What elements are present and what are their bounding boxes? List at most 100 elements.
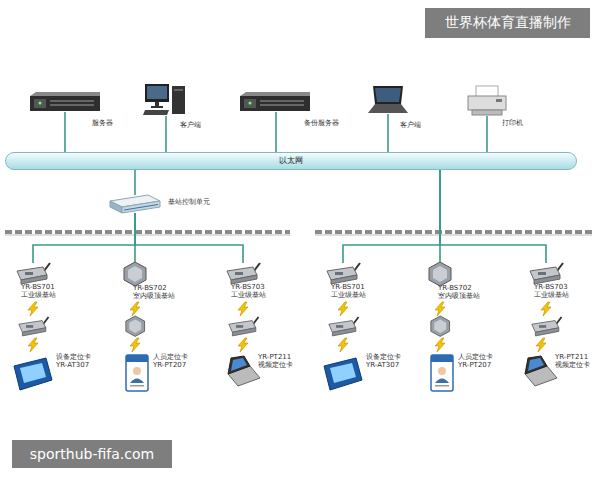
network-link <box>134 170 136 195</box>
ethernet-bus: 以太网 <box>5 152 577 170</box>
node-label: YR-BS703工业级基站 <box>534 284 569 299</box>
node-label: 人员定位卡YR-PT207 <box>153 354 188 369</box>
node-text: 以太网 <box>279 157 303 166</box>
node-label: YR-BS701工业级基站 <box>21 284 56 299</box>
desktop-icon <box>143 84 185 115</box>
repeater-icon <box>126 316 145 336</box>
node-text: YR-BS703 <box>231 284 266 292</box>
ceiling-station-icon <box>429 262 451 286</box>
node-text: YR-BS703 <box>534 284 569 292</box>
node-text: YR-BS701 <box>331 284 366 292</box>
printer-node: 打印机 <box>468 86 506 116</box>
node-text: YR-PT207 <box>458 362 493 370</box>
wireless-bolt <box>338 302 348 316</box>
node-text: 工业级基站 <box>21 292 56 300</box>
node-text: YR-PT211 <box>555 354 590 362</box>
node-label: 客户端 <box>180 122 201 130</box>
node-label: 人员定位卡YR-PT207 <box>458 354 493 369</box>
node-text: YR-BS701 <box>21 284 56 292</box>
wireless-bolt <box>536 338 546 352</box>
backup-server-icon <box>240 92 310 111</box>
node-text: 视频定位卡 <box>555 362 590 370</box>
node-text: 人员定位卡 <box>458 354 493 362</box>
track-bar-edge <box>5 235 290 236</box>
control-unit-node: 基站控制单元 <box>110 195 160 213</box>
server-icon <box>30 92 100 111</box>
node-text: 室内吸顶基站 <box>133 293 175 301</box>
node-text: YR-AT307 <box>56 362 91 370</box>
network-link <box>387 114 389 152</box>
network-link <box>33 213 135 263</box>
network-link <box>275 112 277 152</box>
node-text: 设备定位卡 <box>56 354 91 362</box>
base-station-node: YR-BS702室内吸顶基站 <box>123 262 147 286</box>
video-tag-icon <box>228 356 260 386</box>
client-node: 客户端 <box>145 84 187 116</box>
personnel-tag-icon <box>126 355 148 391</box>
network-link <box>64 112 66 152</box>
watermark-text: sporthub-fifa.com <box>30 446 154 462</box>
node-text: 工业级基站 <box>331 292 366 300</box>
node-text: 打印机 <box>502 120 523 128</box>
node-text: YR-BS702 <box>438 285 480 293</box>
wireless-bolt <box>435 338 445 352</box>
equipment-tag-icon <box>14 358 52 390</box>
wireless-bolt <box>541 302 551 316</box>
tag-node: 人员定位卡YR-PT207 <box>430 354 454 392</box>
repeater-icon <box>229 317 259 336</box>
base-station-node: YR-BS701工业级基站 <box>325 263 361 284</box>
network-link <box>165 116 167 152</box>
laptop-icon <box>368 86 408 113</box>
network-link <box>440 170 546 263</box>
base-station-node: YR-BS702室内吸顶基站 <box>428 262 452 286</box>
wireless-bolt <box>338 338 348 352</box>
watermark-box: sporthub-fifa.com <box>12 440 172 468</box>
node-label: 客户端 <box>400 122 421 130</box>
ceiling-station-icon <box>124 262 146 286</box>
node-text: 客户端 <box>180 122 201 130</box>
node-label: YR-PT211视频定位卡 <box>555 354 590 369</box>
node-text: 备份服务器 <box>304 120 339 128</box>
tag-node: 人员定位卡YR-PT207 <box>125 354 149 392</box>
repeater-icon <box>532 317 562 336</box>
node-text: 工业级基站 <box>231 292 266 300</box>
network-link <box>343 170 440 263</box>
wireless-bolt <box>238 338 248 352</box>
node-label: YR-BS702室内吸顶基站 <box>133 285 175 300</box>
wireless-bolt <box>28 338 38 352</box>
network-link <box>135 213 243 263</box>
watermark-box: 世界杯体育直播制作 <box>425 8 590 38</box>
base-station-node: YR-BS703工业级基站 <box>225 263 261 284</box>
base-station-node: YR-BS703工业级基站 <box>528 263 564 284</box>
track-bar <box>5 230 290 234</box>
tag-node: YR-PT211视频定位卡 <box>525 356 557 386</box>
track-bar-edge <box>315 235 592 236</box>
server-node: 服务器 <box>30 92 100 112</box>
network-link <box>486 116 488 152</box>
base-station-icon <box>327 263 360 284</box>
node-label: YR-BS703工业级基站 <box>231 284 266 299</box>
wireless-bolt <box>130 338 140 352</box>
node-text: 基站控制单元 <box>168 199 210 207</box>
watermark-text: 世界杯体育直播制作 <box>445 14 571 32</box>
node-text: 工业级基站 <box>534 292 569 300</box>
node-label: 备份服务器 <box>304 120 339 128</box>
equipment-tag-icon <box>324 358 362 390</box>
node-text: YR-PT211 <box>258 354 293 362</box>
node-label: YR-BS702室内吸顶基站 <box>438 285 480 300</box>
wireless-bolt <box>238 302 248 316</box>
wireless-bolt <box>28 302 38 316</box>
base-station-icon <box>227 263 260 284</box>
backup-server-node: 备份服务器 <box>240 92 312 112</box>
node-label: 服务器 <box>92 120 113 128</box>
node-label: 设备定位卡YR-AT307 <box>56 354 91 369</box>
personnel-tag-icon <box>431 355 453 391</box>
base-station-node: YR-BS701工业级基站 <box>15 263 51 284</box>
printer-icon <box>468 86 506 115</box>
node-text: 服务器 <box>92 120 113 128</box>
node-text: 室内吸顶基站 <box>438 293 480 301</box>
repeater-icon <box>431 316 450 336</box>
repeater-icon <box>19 317 49 336</box>
